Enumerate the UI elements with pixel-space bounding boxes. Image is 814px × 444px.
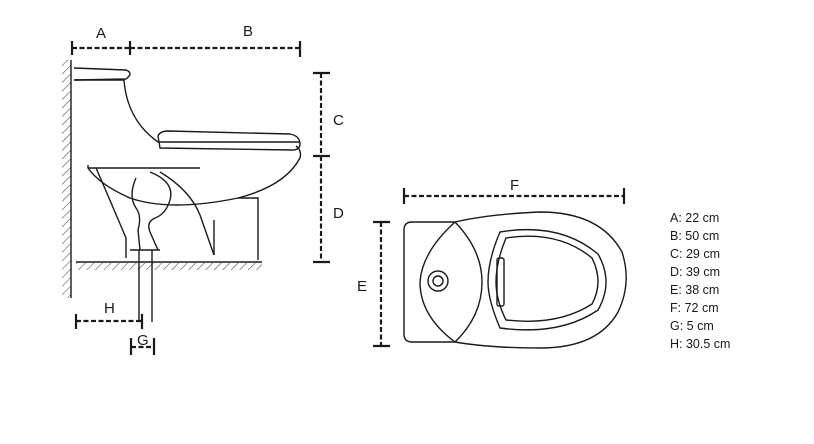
dimension-label-h: H <box>104 300 115 317</box>
dimension-c: C <box>313 71 344 158</box>
dimension-label-g: G <box>137 332 149 349</box>
side-view: A B C D H <box>62 23 344 355</box>
legend-item-d: D: 39 cm <box>670 265 720 279</box>
dimension-b: B <box>130 23 302 57</box>
dimension-label-c: C <box>333 112 344 129</box>
legend-item-g: G: 5 cm <box>670 319 714 333</box>
toilet-top-outline <box>403 211 627 349</box>
legend-item-b: B: 50 cm <box>670 229 719 243</box>
dimension-g: G <box>129 332 156 355</box>
legend-item-c: C: 29 cm <box>670 247 720 261</box>
dimension-legend: A: 22 cm B: 50 cm C: 29 cm D: 39 cm E: 3… <box>670 211 730 351</box>
dimension-d: D <box>313 156 344 264</box>
toilet-side-outline <box>73 67 302 322</box>
legend-item-a: A: 22 cm <box>670 211 719 225</box>
legend-item-e: E: 38 cm <box>670 283 719 297</box>
dimension-label-a: A <box>96 25 106 42</box>
wall <box>62 60 72 298</box>
floor <box>76 261 262 270</box>
top-view: F E <box>357 177 627 349</box>
dimension-a: A <box>70 25 132 55</box>
legend-item-f: F: 72 cm <box>670 301 719 315</box>
legend-item-h: H: 30.5 cm <box>670 337 730 351</box>
dimension-label-e: E <box>357 278 367 295</box>
dimension-label-f: F <box>510 177 519 194</box>
dimension-e: E <box>357 220 390 348</box>
dimension-h: H <box>74 300 144 329</box>
dimension-label-b: B <box>243 23 253 40</box>
dimension-label-d: D <box>333 205 344 222</box>
dimension-f: F <box>402 177 626 204</box>
